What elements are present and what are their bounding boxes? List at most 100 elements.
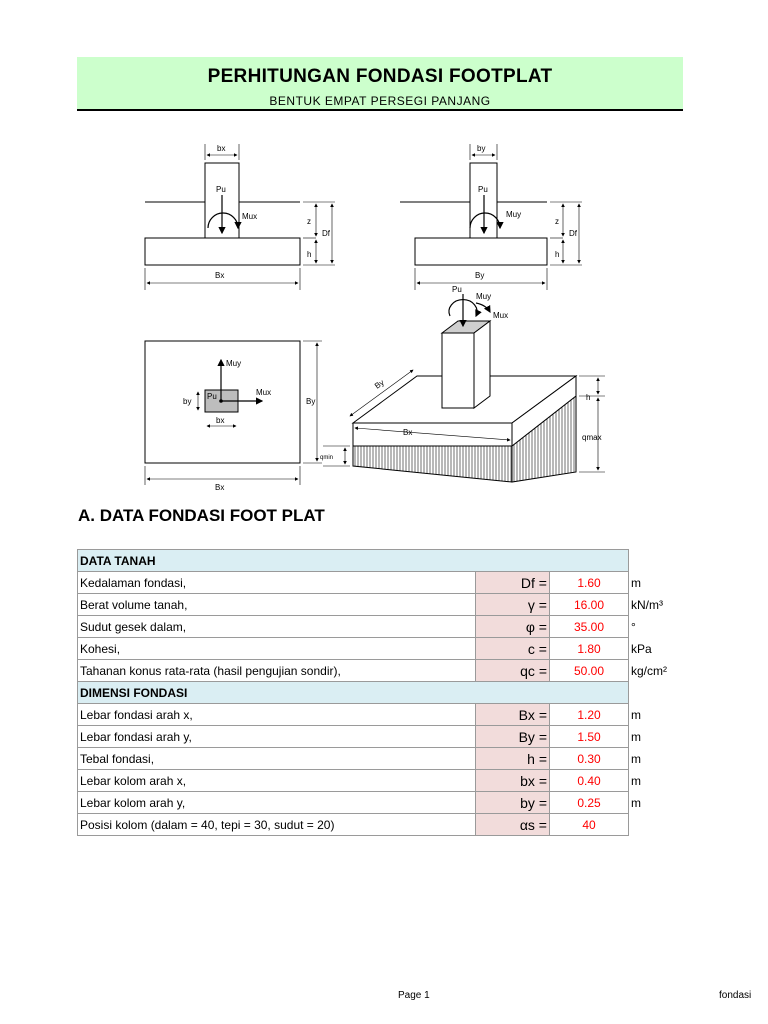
parameter-unit: kg/cm² [631, 663, 667, 678]
group-header-row: DIMENSI FONDASI [77, 681, 704, 704]
group-unit-spacer [629, 550, 704, 572]
elevation-x: bx Pu Mux z h Df Bx [144, 144, 335, 290]
isometric-view: Pu Muy Mux By Bx h qmax qmin [320, 285, 605, 483]
parameter-value[interactable]: 35.00 [549, 615, 629, 638]
parameter-label: Sudut gesek dalam, [77, 615, 476, 638]
page-title: PERHITUNGAN FONDASI FOOTPLAT [207, 66, 553, 87]
group-header-row: DATA TANAH [77, 549, 704, 572]
label-pu-iso: Pu [452, 285, 462, 294]
parameter-symbol: γ = [475, 593, 550, 616]
foundation-diagram: bx Pu Mux z h Df Bx by Pu Muy [144, 144, 605, 492]
parameter-value[interactable]: 16.00 [549, 593, 629, 616]
parameter-symbol: αs = [475, 813, 550, 836]
label-Bx: Bx [215, 271, 224, 280]
parameter-unit: kPa [631, 641, 652, 656]
section-heading: A. DATA FONDASI FOOT PLAT [78, 506, 325, 525]
parameter-symbol: bx = [475, 769, 550, 792]
label-df-2: Df [569, 229, 578, 238]
group-title: DATA TANAH [77, 549, 629, 572]
parameter-value[interactable]: 1.50 [549, 725, 629, 748]
sheet-name: fondasi [719, 990, 752, 1001]
parameter-label: Lebar fondasi arah x, [77, 703, 476, 726]
label-h-iso: h [586, 393, 590, 402]
label-muy-iso: Muy [476, 292, 491, 301]
parameter-label: Lebar fondasi arah y, [77, 725, 476, 748]
parameter-unit: ° [631, 619, 636, 634]
parameter-label: Posisi kolom (dalam = 40, tepi = 30, sud… [77, 813, 476, 836]
label-qmin: qmin [320, 455, 333, 461]
parameter-value[interactable]: 0.25 [549, 791, 629, 814]
table-row: Posisi kolom (dalam = 40, tepi = 30, sud… [77, 813, 704, 836]
label-By: By [475, 271, 484, 280]
parameter-value[interactable]: 1.60 [549, 571, 629, 594]
parameter-label: Lebar kolom arah y, [77, 791, 476, 814]
parameter-label: Tebal fondasi, [77, 747, 476, 770]
parameter-value[interactable]: 40 [549, 813, 629, 836]
label-Bx-iso: Bx [403, 428, 412, 437]
group-title: DIMENSI FONDASI [77, 681, 629, 704]
label-mux-iso: Mux [493, 311, 508, 320]
group-unit-spacer [629, 682, 704, 704]
parameter-unit: m [631, 773, 641, 788]
parameter-label: Tahanan konus rata-rata (hasil pengujian… [77, 659, 476, 682]
table-row: Tahanan konus rata-rata (hasil pengujian… [77, 659, 704, 682]
parameter-symbol: qc = [475, 659, 550, 682]
parameter-symbol: Bx = [475, 703, 550, 726]
label-mux: Mux [242, 212, 257, 221]
parameter-value[interactable]: 50.00 [549, 659, 629, 682]
parameter-symbol: φ = [475, 615, 550, 638]
title-banner: PERHITUNGAN FONDASI FOOTPLAT BENTUK EMPA… [77, 57, 683, 111]
parameter-unit: m [631, 575, 641, 590]
parameter-label: Kohesi, [77, 637, 476, 660]
label-By-iso: By [373, 378, 386, 391]
parameter-unit: m [631, 795, 641, 810]
parameter-value[interactable]: 1.80 [549, 637, 629, 660]
label-pu-2: Pu [478, 185, 488, 194]
parameter-unit: m [631, 729, 641, 744]
parameter-unit: m [631, 751, 641, 766]
plan-view: Muy Mux Pu by bx By Bx [144, 340, 322, 492]
label-df: Df [322, 229, 331, 238]
label-muy: Muy [506, 210, 521, 219]
label-h-2: h [555, 250, 559, 259]
parameter-unit: kN/m³ [631, 597, 663, 612]
label-bx-plan: bx [216, 416, 224, 425]
label-h: h [307, 250, 311, 259]
label-bx-top: bx [217, 144, 225, 153]
parameter-symbol: By = [475, 725, 550, 748]
label-z: z [307, 217, 311, 226]
parameter-label: Berat volume tanah, [77, 593, 476, 616]
parameter-value[interactable]: 0.40 [549, 769, 629, 792]
parameter-symbol: by = [475, 791, 550, 814]
table-row: Sudut gesek dalam,φ =35.00° [77, 615, 704, 638]
label-pu: Pu [216, 185, 226, 194]
label-z-2: z [555, 217, 559, 226]
parameter-label: Lebar kolom arah x, [77, 769, 476, 792]
page-subtitle: BENTUK EMPAT PERSEGI PANJANG [269, 94, 491, 108]
label-mux-plan: Mux [256, 388, 271, 397]
parameter-value[interactable]: 1.20 [549, 703, 629, 726]
parameter-unit: m [631, 707, 641, 722]
label-by-plan: by [183, 397, 191, 406]
label-muy-plan: Muy [226, 359, 241, 368]
label-qmax: qmax [582, 433, 602, 442]
label-by-top: by [477, 144, 485, 153]
label-By-plan: By [306, 397, 315, 406]
parameter-symbol: Df = [475, 571, 550, 594]
parameter-unit [629, 814, 704, 836]
parameter-label: Kedalaman fondasi, [77, 571, 476, 594]
parameter-symbol: c = [475, 637, 550, 660]
elevation-y: by Pu Muy z h Df By [400, 144, 582, 290]
parameter-value[interactable]: 0.30 [549, 747, 629, 770]
page-number: Page 1 [398, 990, 430, 1001]
